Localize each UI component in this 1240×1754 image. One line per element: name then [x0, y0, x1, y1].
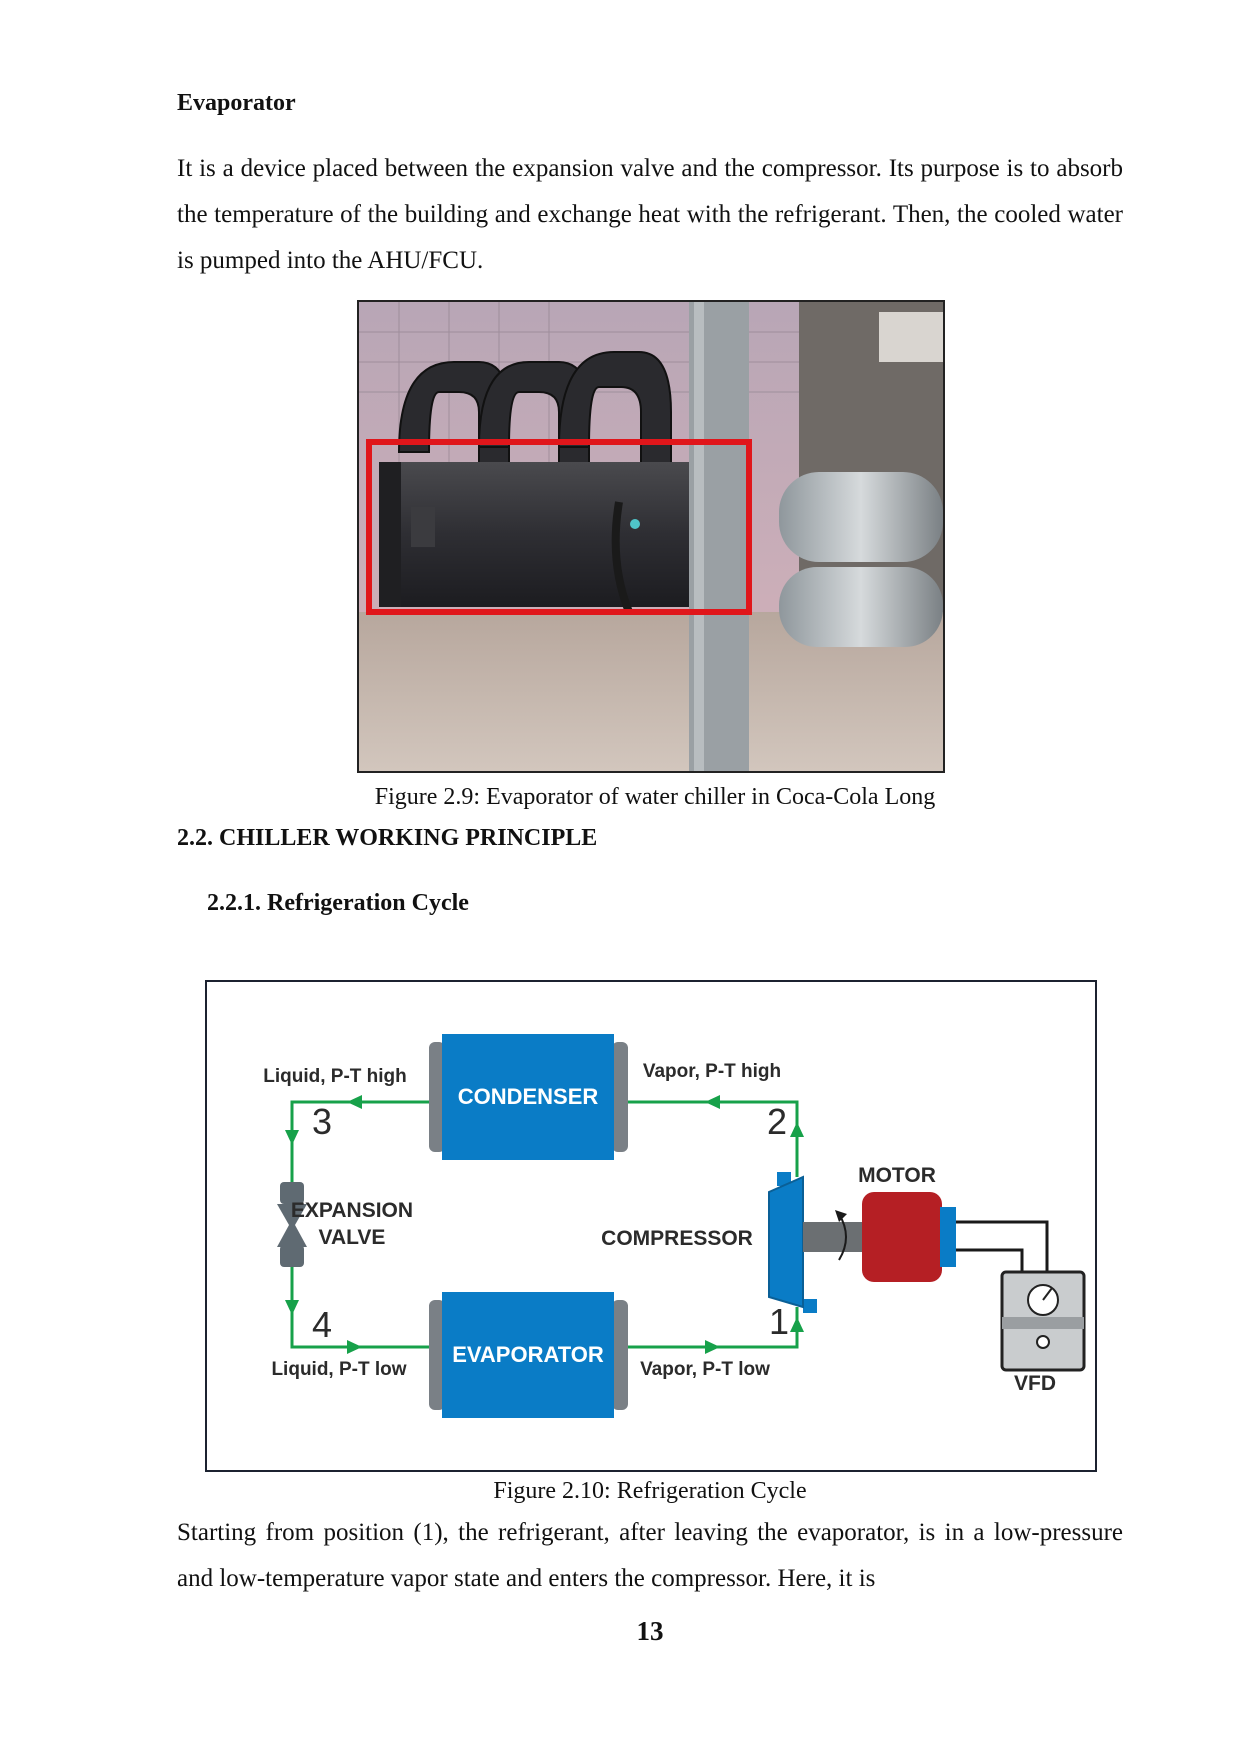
condenser-unit: CONDENSER [429, 1034, 628, 1160]
evaporator-paragraph: It is a device placed between the expans… [177, 155, 1123, 274]
motor-unit [862, 1192, 956, 1282]
evaporator-unit: EVAPORATOR [429, 1292, 628, 1418]
vapor-high-label: Vapor, P-T high [643, 1061, 781, 1082]
state-number-1: 1 [769, 1301, 789, 1342]
compressor-unit [768, 1172, 865, 1313]
figure-2-9-caption: Figure 2.9: Evaporator of water chiller … [374, 784, 936, 810]
liquid-low-label: Liquid, P-T low [271, 1359, 406, 1380]
expansion-valve-label-line1: EXPANSION [291, 1199, 413, 1222]
flow-arrows [285, 1095, 804, 1354]
liquid-high-label: Liquid, P-T high [263, 1066, 407, 1087]
expansion-valve [277, 1182, 307, 1267]
motor-label: MOTOR [858, 1164, 936, 1187]
vapor-low-label: Vapor, P-T low [640, 1359, 770, 1380]
vfd-unit [1000, 1270, 1086, 1372]
cycle-description-paragraph: Starting from position (1), the refriger… [177, 1519, 1123, 1592]
section-heading-2-2: 2.2. CHILLER WORKING PRINCIPLE [177, 825, 598, 851]
compressor-label: COMPRESSOR [601, 1227, 753, 1250]
subsection-heading-2-2-1: 2.2.1. Refrigeration Cycle [207, 890, 469, 916]
figure-2-10-caption: Figure 2.10: Refrigeration Cycle [493, 1478, 807, 1504]
evaporator-label: EVAPORATOR [452, 1342, 604, 1367]
evaporator-photo-illustration [359, 302, 943, 771]
refrigeration-cycle-svg: CONDENSER EVAPORATOR EXPANSION VALVE C [263, 1034, 1086, 1418]
vfd-label: VFD [1014, 1372, 1056, 1395]
state-number-2: 2 [767, 1101, 787, 1142]
section-heading-evaporator: Evaporator [177, 90, 296, 116]
state-number-3: 3 [312, 1101, 332, 1142]
refrigeration-cycle-diagram: CONDENSER EVAPORATOR EXPANSION VALVE C [205, 980, 1097, 1472]
evaporator-photo [357, 300, 945, 773]
expansion-valve-label-line2: VALVE [319, 1226, 386, 1249]
state-number-4: 4 [312, 1304, 332, 1345]
vfd-wiring [956, 1220, 1049, 1272]
page-number: 13 [636, 1616, 664, 1646]
condenser-label: CONDENSER [458, 1084, 599, 1109]
